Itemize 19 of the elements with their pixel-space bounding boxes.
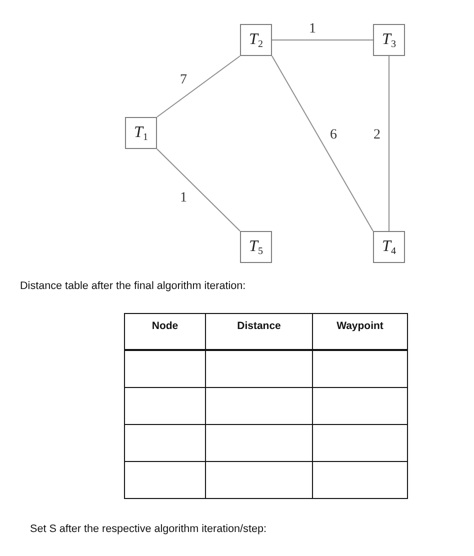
column-header: Distance — [206, 314, 313, 351]
node-box — [373, 231, 405, 263]
edge-line — [388, 56, 390, 232]
node-box — [240, 24, 272, 56]
node-label: T$_{5}$ — [249, 239, 263, 255]
instruction-text: Distance table after the final algorithm iteration: — [20, 280, 246, 292]
edge-line — [272, 56, 374, 232]
edge-line — [156, 56, 240, 118]
instruction-text: Set S after the respective algorithm iteration/step: — [30, 523, 266, 535]
column-header: Node — [125, 314, 206, 351]
edge-line — [156, 148, 240, 232]
node-box — [373, 24, 405, 56]
node-label: T$_{4}$ — [382, 239, 396, 255]
node-box — [125, 117, 157, 149]
column-header: Waypoint — [313, 314, 408, 351]
node-label: T$_{2}$ — [249, 32, 263, 48]
node-label: T$_{3}$ — [382, 32, 396, 48]
node-label: T$_{1}$ — [134, 125, 148, 141]
node-box — [240, 231, 272, 263]
